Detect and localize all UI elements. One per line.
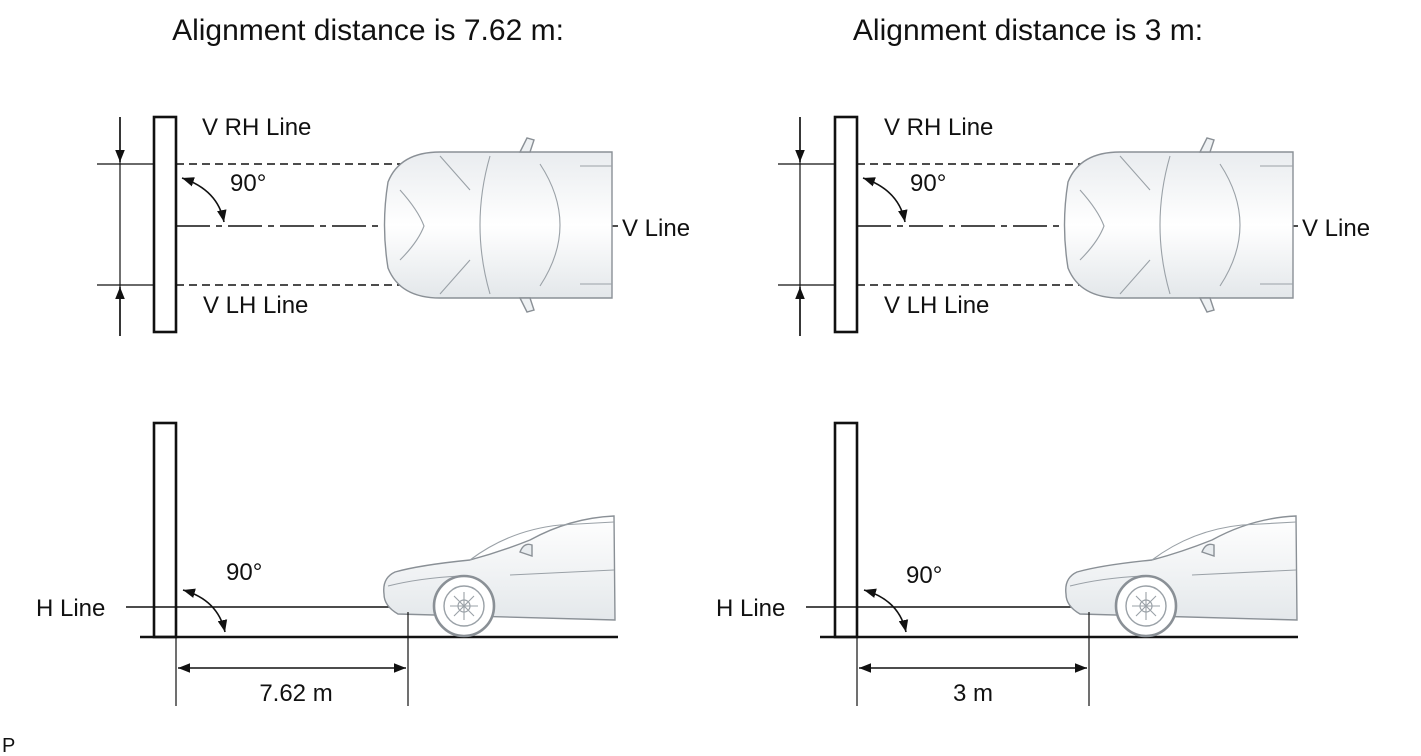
angle-arc [182, 588, 228, 633]
car-side-view [1065, 515, 1298, 638]
aiming-screen [152, 421, 178, 639]
panel-right: Alignment distance is 3 m: [716, 14, 1370, 707]
footer-code: P [2, 735, 15, 756]
v-lh-line-label: V LH Line [884, 292, 989, 319]
car-side-view [383, 515, 616, 638]
top-view: V RH Line 90° V Line V LH Line [778, 114, 1370, 336]
side-view: H Line 90° 3 m [716, 421, 1298, 707]
distance-label: 3 m [953, 680, 993, 707]
panel-left: Alignment distance is 7.62 m: [36, 14, 690, 707]
v-line-label: V Line [1302, 215, 1370, 242]
top-view: V RH Line 90° V Line V LH Line [97, 114, 690, 336]
side-view: H Line 90° 7.62 m [36, 421, 618, 707]
angle-label: 90° [230, 170, 266, 197]
angle-label: 90° [910, 170, 946, 197]
car-top-view [1063, 137, 1294, 313]
angle-label: 90° [906, 562, 942, 589]
car-top-view [383, 137, 613, 313]
angle-arc [181, 177, 227, 223]
angle-label: 90° [226, 559, 262, 586]
v-rh-line-label: V RH Line [884, 114, 993, 141]
distance-label: 7.62 m [259, 680, 332, 707]
angle-arc [863, 588, 909, 633]
aiming-screen [152, 115, 178, 334]
panel-title: Alignment distance is 3 m: [853, 14, 1203, 47]
aiming-screen [833, 115, 859, 334]
aiming-screen [833, 421, 859, 639]
h-line-label: H Line [36, 595, 105, 622]
panel-title: Alignment distance is 7.62 m: [172, 14, 564, 47]
angle-arc [862, 177, 908, 223]
h-line-label: H Line [716, 595, 785, 622]
v-rh-line-label: V RH Line [202, 114, 311, 141]
v-lh-line-label: V LH Line [203, 292, 308, 319]
v-line-label: V Line [622, 215, 690, 242]
